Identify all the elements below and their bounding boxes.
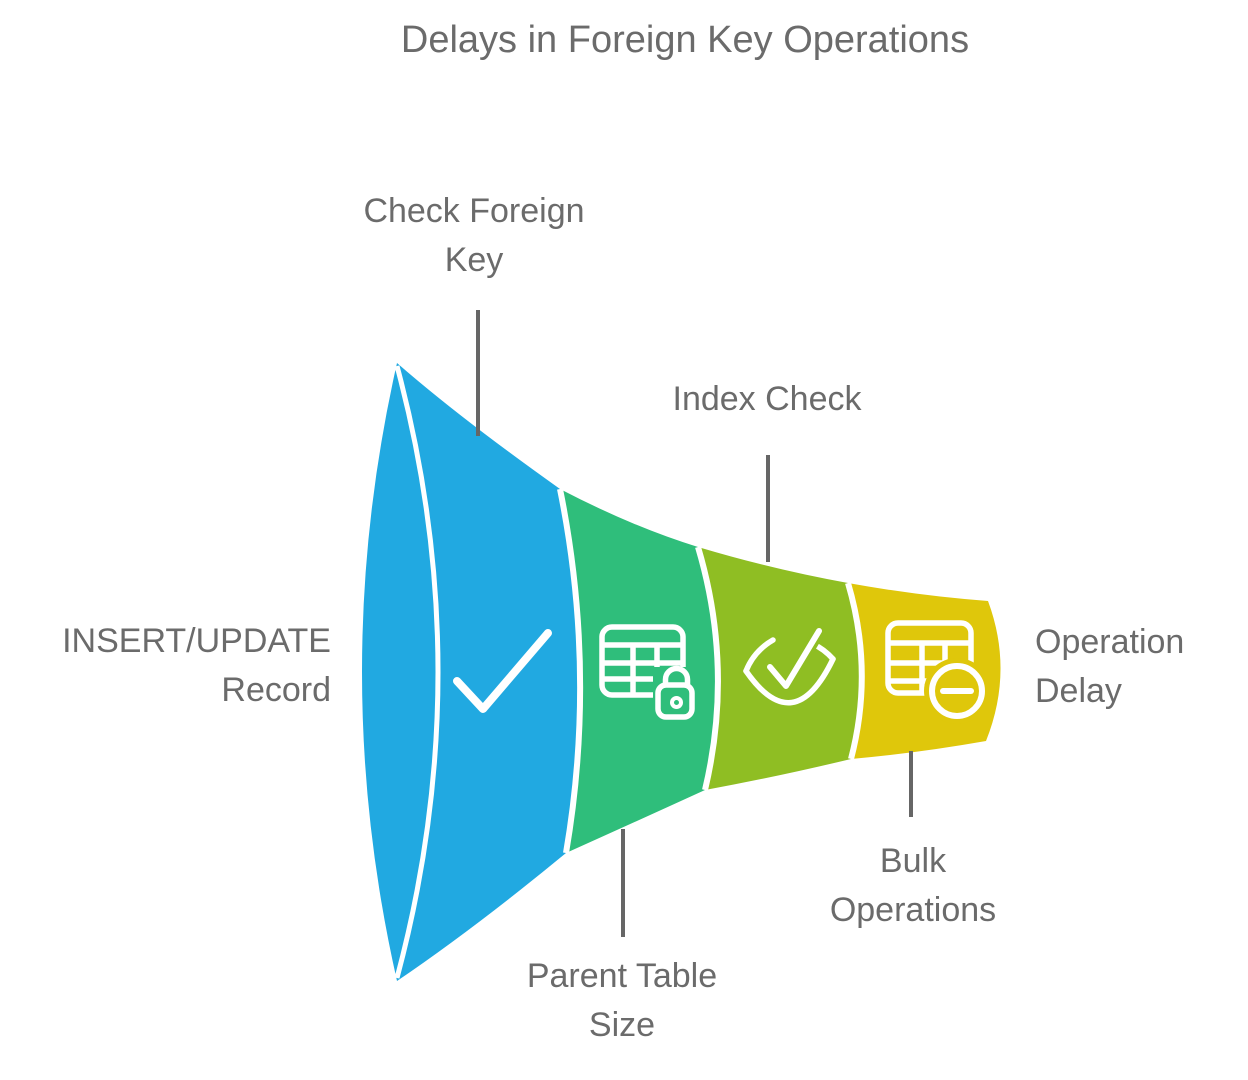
lock-body: [655, 682, 695, 720]
stage-label-bulk-operations: Bulk Operations: [829, 842, 997, 929]
funnel-segment-check-foreign-key: [362, 363, 581, 981]
page-title: Delays in Foreign Key Operations: [400, 19, 970, 61]
table-lock-icon: [599, 624, 699, 721]
output-label-operation-delay: Operation Delay: [1035, 623, 1185, 710]
eye-check-mark: [767, 628, 822, 689]
lock-shackle: [662, 665, 691, 687]
input-label-insert-update-record: INSERT/UPDATE Record: [62, 622, 331, 709]
eye-check-icon: [743, 624, 836, 706]
lock-keyhole: [670, 696, 683, 709]
stage-label-check-foreign-key: Check Foreign Key: [363, 192, 585, 279]
stage-label-index-check: Index Check: [672, 380, 862, 418]
separator-arc-3: [845, 582, 865, 760]
table-minus-icon: [885, 620, 990, 724]
separator-arc-1: [557, 488, 584, 854]
funnel-segment-index-check: [698, 547, 862, 790]
separator-arc-2: [695, 546, 721, 791]
funnel-segment-parent-table-size: [560, 489, 718, 853]
funnel-mouth-arc: [394, 365, 441, 979]
stage-label-parent-table-size: Parent Table Size: [526, 957, 718, 1044]
checkmark-icon: [453, 629, 552, 713]
